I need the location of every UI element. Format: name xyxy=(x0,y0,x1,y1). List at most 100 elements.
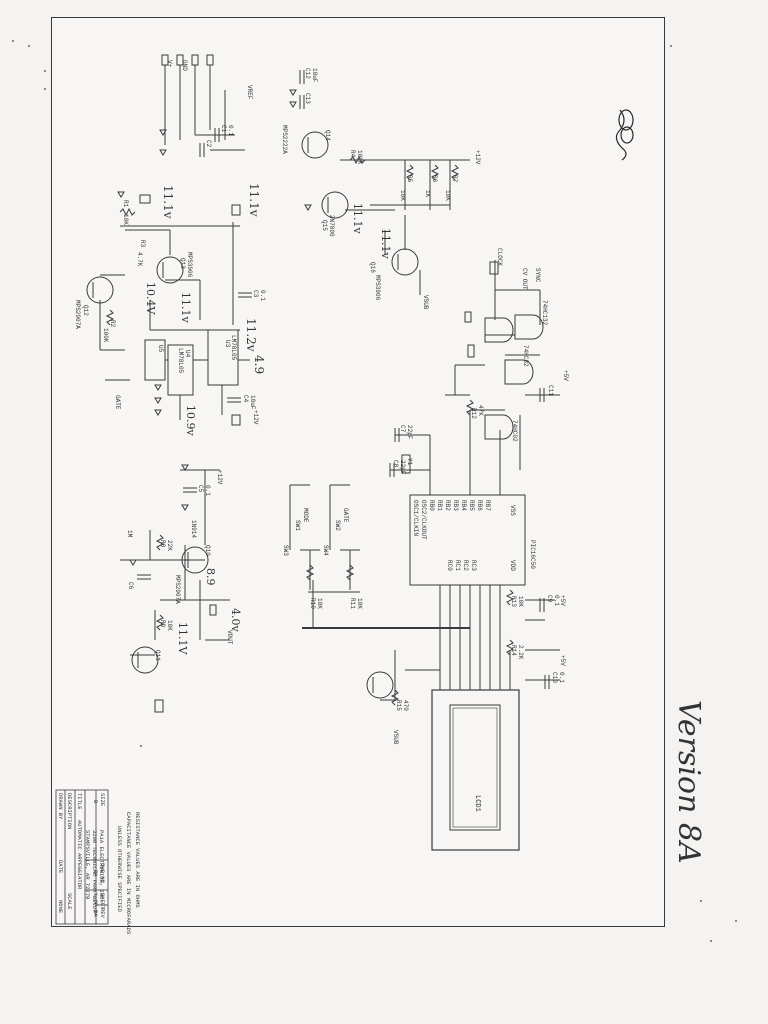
capacitor-symbol xyxy=(394,428,400,442)
diode-value: 1N914 xyxy=(190,520,197,539)
capacitor-symbol xyxy=(544,675,550,689)
scan-speck xyxy=(12,40,14,42)
capacitor-symbol xyxy=(539,598,545,612)
handwritten-note: 11.1V xyxy=(176,622,189,655)
mcu-pin-label: RC3 xyxy=(470,560,477,571)
handwritten-note: 11.1v xyxy=(161,185,175,219)
connector-box xyxy=(206,54,214,66)
capacitor-value: 22pF xyxy=(399,460,406,475)
resistor-zigzag xyxy=(119,207,136,217)
connector-box xyxy=(489,261,499,275)
capacitor-symbol xyxy=(539,388,545,402)
title-block-rev: 8A xyxy=(92,910,99,917)
resistor-value: 470 xyxy=(402,700,409,711)
title-block-frame xyxy=(55,789,109,925)
capacitor-symbol xyxy=(238,292,252,298)
connector-box xyxy=(161,54,169,66)
crystal-label: Y1 xyxy=(406,458,413,466)
title-block-rev-label: REV xyxy=(99,908,106,918)
capacitor-label: C3 xyxy=(252,290,259,298)
mcu-pin-label: RC0 xyxy=(446,560,453,571)
regulator-part-label: LM78L05 xyxy=(230,335,237,361)
title-block-title: AUTOMATIC ARPEGGIATOR xyxy=(76,820,83,890)
resistor-label: R6 xyxy=(431,175,438,183)
handwritten-note: 8.9 xyxy=(204,568,217,586)
resistor-zigzag xyxy=(155,534,165,551)
transistor-label: Q10 xyxy=(204,545,211,556)
lcd-module xyxy=(431,689,520,851)
capacitor-symbol xyxy=(299,95,305,109)
lcd-label: LCD1 xyxy=(473,795,481,812)
transistor-label: Q11 xyxy=(154,650,161,661)
handwritten-note: 11.1v xyxy=(379,228,392,259)
capacitor-value: 0.1 xyxy=(259,290,266,301)
handwritten-note: 11.1v xyxy=(179,292,192,323)
title-block-size: B xyxy=(92,800,99,804)
net-label: +12V xyxy=(252,410,259,425)
switch-name-label: MODE xyxy=(302,508,309,523)
scan-speck xyxy=(44,70,46,72)
capacitor-label: C7 xyxy=(399,425,406,433)
net-label: CLOCK xyxy=(496,248,503,267)
resistor-label: R5 xyxy=(406,175,413,183)
resistor-zigzag xyxy=(345,564,355,581)
lcd-window xyxy=(449,704,501,831)
resistor-value: 10K xyxy=(517,596,524,607)
title-block-scale-label: SCALE xyxy=(66,893,73,910)
resistor-value: 10K xyxy=(444,190,451,201)
capacitor-value: 0.1 xyxy=(204,485,211,496)
mcu-pin-label: RC2 xyxy=(462,560,469,571)
regulator-u3 xyxy=(207,329,239,386)
handwritten-note: 4.9 xyxy=(252,355,266,375)
scan-speck xyxy=(44,88,46,90)
capacitor-label: C4 xyxy=(242,395,249,403)
mcu-pin-label: RB3 xyxy=(452,500,459,511)
capacitor-label: C2 xyxy=(205,140,212,148)
net-label: GND xyxy=(181,60,188,71)
resistor-value: 2.2K xyxy=(517,645,524,660)
resistor-label: R8 xyxy=(159,540,166,548)
transistor-q11 xyxy=(131,646,159,674)
switch-label: SW2 xyxy=(334,520,341,531)
resistor-zigzag xyxy=(105,309,115,326)
capacitor-label: C13 xyxy=(304,93,311,104)
scan-speck xyxy=(735,920,737,922)
logic-gate xyxy=(484,317,514,343)
resistor-label: R12 xyxy=(470,408,477,419)
capacitor-symbol xyxy=(183,487,197,493)
mcu-pin-label: OSC2/CLKOUT xyxy=(420,500,427,540)
logic-part-label: 74HC132 xyxy=(541,300,548,326)
transistor-label: Q14 xyxy=(324,130,331,141)
capacitor-symbol xyxy=(137,574,151,580)
switch-label: SW4 xyxy=(322,545,329,556)
transistor-q9 xyxy=(366,671,394,699)
scan-speck xyxy=(670,45,672,47)
handwritten-note: 10.4V xyxy=(144,282,157,315)
net-label: VOUT xyxy=(226,630,233,645)
resistor-label: R14 xyxy=(510,645,517,656)
resistor-zigzag xyxy=(430,164,440,181)
resistor-label: R3 xyxy=(139,240,146,248)
title-block-drawn-label: DRAWN BY xyxy=(57,793,64,820)
capacitor-symbol xyxy=(299,70,305,84)
net-label: V+ xyxy=(166,60,173,68)
title-block-number: 8A xyxy=(92,870,99,877)
resistor-value: 10K xyxy=(166,620,173,631)
switch-label: SW1 xyxy=(294,520,301,531)
resistor-label: R9 xyxy=(159,620,166,628)
connector-box xyxy=(191,54,199,66)
capacitor-label: C9 xyxy=(546,595,553,603)
connector-box xyxy=(467,344,475,358)
resistor-zigzag xyxy=(405,164,415,181)
title-block-size-label: SIZE xyxy=(99,793,106,807)
title-block-title-label: TITLE xyxy=(76,793,83,810)
transistor-part-label: MPS2907A xyxy=(74,300,81,329)
handwritten-note: 11.1v xyxy=(247,183,261,217)
resistor-zigzag xyxy=(305,564,315,581)
switch-label: SW3 xyxy=(282,545,289,556)
title-block-date-label: DATE xyxy=(57,860,64,874)
resistor-label: R13 xyxy=(510,596,517,607)
connector-box xyxy=(209,604,217,616)
resistor-zigzag xyxy=(465,399,475,416)
